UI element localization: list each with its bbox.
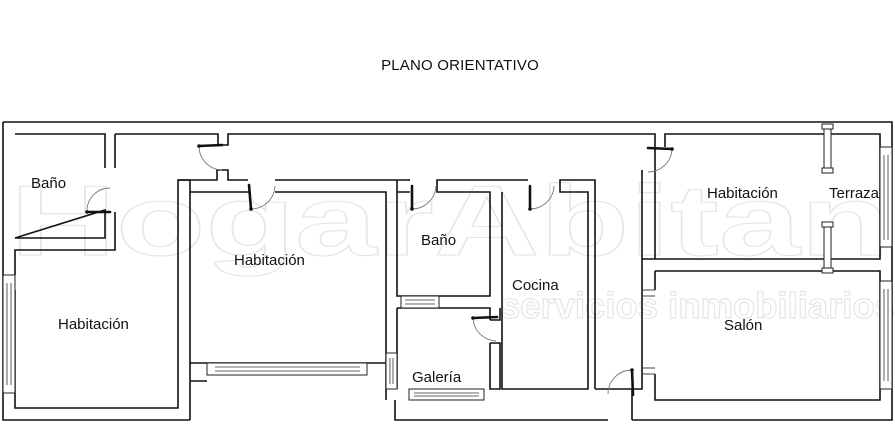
terraza-sliding-door-upper bbox=[821, 123, 834, 174]
window-galeria-side bbox=[385, 352, 398, 390]
window-terraza bbox=[879, 146, 893, 248]
terraza-sliding-door-lower bbox=[821, 221, 834, 274]
room-label-cocina: Cocina bbox=[512, 277, 559, 294]
watermark-brand: HogarAbitan bbox=[10, 165, 890, 277]
door-habitacion-3 bbox=[646, 146, 674, 173]
room-label-habitacion-3: Habitación bbox=[707, 185, 778, 202]
room-label-terraza: Terraza bbox=[829, 185, 880, 202]
room-label-habitacion-1: Habitación bbox=[58, 316, 129, 333]
window-bano-2 bbox=[400, 295, 440, 309]
door-bano-1 bbox=[85, 187, 112, 214]
room-labels: Baño Habitación Habitación Baño Cocina G… bbox=[31, 175, 880, 386]
window-habitacion-1 bbox=[2, 274, 16, 394]
door-cocina bbox=[528, 184, 555, 211]
door-habitacion-2 bbox=[247, 183, 276, 211]
interior-walls bbox=[14, 133, 881, 420]
windows bbox=[2, 123, 893, 401]
door-entrance bbox=[607, 368, 635, 397]
window-galeria-bottom bbox=[408, 388, 485, 401]
exterior-walls bbox=[2, 121, 893, 421]
door-galeria bbox=[471, 315, 499, 342]
room-label-bano-2: Baño bbox=[421, 232, 456, 249]
plan-title: PLANO ORIENTATIVO bbox=[381, 57, 539, 74]
door-corridor bbox=[197, 143, 224, 171]
room-label-habitacion-2: Habitación bbox=[234, 252, 305, 269]
door-bano-2 bbox=[410, 184, 437, 211]
window-habitacion-2 bbox=[206, 362, 368, 376]
window-salon bbox=[879, 280, 893, 390]
room-label-bano-1: Baño bbox=[31, 175, 66, 192]
room-label-galeria: Galería bbox=[412, 369, 462, 386]
doors bbox=[85, 143, 674, 397]
room-label-salon: Salón bbox=[724, 317, 762, 334]
watermark-tagline: servicios inmobiliarios bbox=[500, 285, 895, 326]
